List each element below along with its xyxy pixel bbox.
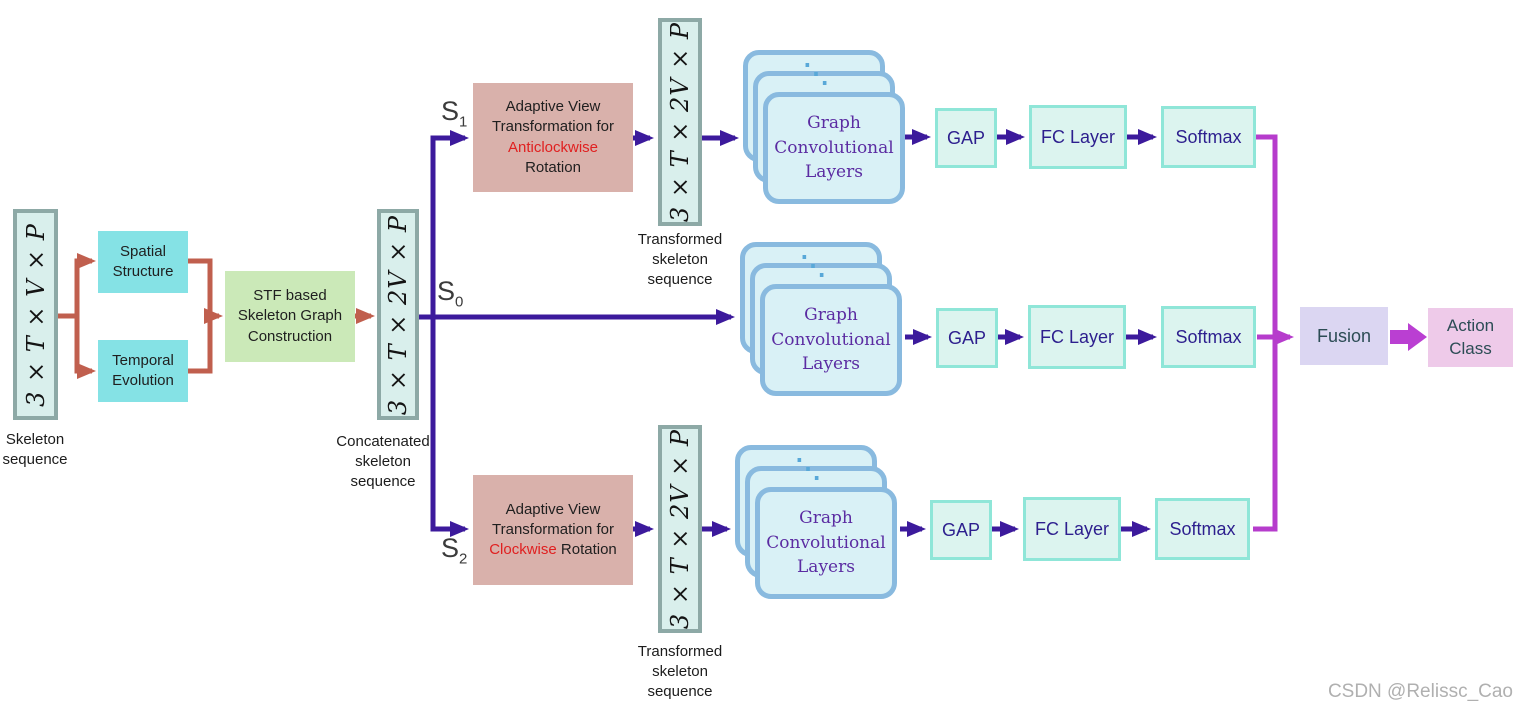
gcn-stack-top: ⋱ Graph Convolutional Layers — [743, 50, 928, 210]
s0-base: S — [437, 276, 456, 306]
gcn-stack-bottom: ⋱ Graph Convolutional Layers — [735, 445, 920, 605]
fusion-box: Fusion — [1300, 307, 1388, 365]
merge-connector — [188, 258, 213, 374]
input-dim-text: 3 × T × V × P — [21, 222, 50, 407]
action-class-label: Action Class — [1446, 316, 1495, 358]
gcn-front-card: Graph Convolutional Layers — [763, 92, 905, 204]
transformed-caption-top: Transformed skeleton sequence — [637, 231, 723, 288]
split-connector — [58, 261, 80, 371]
softmax-label-top: Softmax — [1175, 126, 1242, 147]
branch-trunk — [419, 135, 436, 532]
avt-bottom-line1: Adaptive View — [505, 500, 601, 518]
s1-base: S — [441, 96, 460, 126]
fc-layer-box-middle: FC Layer — [1028, 305, 1126, 369]
stf-construction-label: STF based Skeleton Graph Construction — [237, 287, 343, 345]
arrow-fusion-to-action — [1390, 323, 1427, 351]
gcn-label-middle: Graph Convolutional Layers — [771, 305, 891, 375]
gcn-label-top: Graph Convolutional Layers — [774, 113, 894, 183]
fc-layer-box-bottom: FC Layer — [1023, 497, 1121, 561]
avt-bottom-rest: Rotation — [556, 541, 617, 559]
transformed-dim-box-top: 3 × T × 2V × P — [658, 18, 702, 226]
s1-sub: 1 — [459, 113, 468, 131]
stack-dots-icon: ⋱ — [795, 453, 821, 483]
branch-label-s0: S0 — [437, 276, 463, 310]
avt-clockwise-box: Adaptive View Transformation for Clockwi… — [473, 475, 633, 585]
gap-label-middle: GAP — [947, 327, 986, 348]
avt-top-line2: Transformation for — [492, 118, 614, 136]
branch-label-s1: S1 — [441, 96, 467, 130]
gap-label-top: GAP — [946, 127, 985, 148]
gap-label-bottom: GAP — [941, 519, 980, 540]
avt-top-highlight: Anticlockwise — [507, 138, 599, 156]
softmax-box-bottom: Softmax — [1155, 498, 1250, 560]
s2-base: S — [441, 533, 460, 563]
stf-construction-box: STF based Skeleton Graph Construction — [225, 271, 355, 362]
gap-box-middle: GAP — [936, 308, 998, 368]
purple-connectors — [419, 129, 1157, 537]
fc-label-middle: FC Layer — [1039, 326, 1115, 347]
gap-box-top: GAP — [935, 108, 997, 168]
red-connectors — [58, 253, 375, 379]
transformed-dim-text-bottom: 3 × T × 2V × P — [666, 428, 695, 630]
softmax-label-middle: Softmax — [1175, 326, 1242, 347]
softmax-box-middle: Softmax — [1161, 306, 1256, 368]
spatial-structure-box: Spatial Structure — [98, 231, 188, 293]
gcn-front-card: Graph Convolutional Layers — [755, 487, 897, 599]
temporal-evolution-box: Temporal Evolution — [98, 340, 188, 402]
avt-bottom-line2: Transformation for — [492, 520, 614, 538]
concat-dim-box: 3 × T × 2V × P — [377, 209, 419, 420]
fc-layer-box-top: FC Layer — [1029, 105, 1127, 169]
stack-dots-icon: ⋱ — [800, 250, 826, 280]
softmax-collector — [1253, 134, 1278, 532]
magenta-connectors — [1253, 134, 1294, 532]
transformed-caption-bottom: Transformed skeleton sequence — [637, 643, 723, 700]
s0-sub: 0 — [455, 293, 464, 311]
transformed-dim-text-top: 3 × T × 2V × P — [666, 21, 695, 223]
watermark-text: CSDN @Relissc_Cao — [1327, 681, 1513, 702]
gcn-stack-middle: ⋱ Graph Convolutional Layers — [740, 242, 925, 402]
transformed-dim-box-bottom: 3 × T × 2V × P — [658, 425, 702, 633]
avt-top-line3: Rotation — [525, 158, 581, 176]
gcn-label-bottom: Graph Convolutional Layers — [766, 508, 886, 578]
avt-bottom-line3: Clockwise Rotation — [489, 540, 617, 560]
action-class-box: Action Class — [1428, 308, 1513, 367]
branch-label-s2: S2 — [441, 533, 467, 567]
fc-label-bottom: FC Layer — [1034, 518, 1110, 539]
avt-bottom-highlight: Clockwise — [489, 541, 557, 559]
gcn-front-card: Graph Convolutional Layers — [760, 284, 902, 396]
fusion-label: Fusion — [1316, 325, 1372, 346]
temporal-evolution-label: Temporal Evolution — [112, 351, 174, 389]
softmax-label-bottom: Softmax — [1169, 518, 1236, 539]
gap-box-bottom: GAP — [930, 500, 992, 560]
input-dim-box: 3 × T × V × P — [13, 209, 58, 420]
stack-dots-icon: ⋱ — [803, 58, 829, 88]
input-caption: Skeleton sequence — [2, 431, 68, 468]
avt-anticlockwise-box: Adaptive View Transformation for Anticlo… — [473, 83, 633, 192]
concat-dim-text: 3 × T × 2V × P — [384, 214, 413, 415]
softmax-box-top: Softmax — [1161, 106, 1256, 168]
avt-top-line1: Adaptive View — [505, 98, 601, 115]
spatial-structure-label: Spatial Structure — [112, 242, 174, 280]
fc-label-top: FC Layer — [1040, 126, 1116, 147]
s2-sub: 2 — [459, 550, 468, 568]
concat-caption: Concatenated skeleton sequence — [336, 433, 430, 490]
